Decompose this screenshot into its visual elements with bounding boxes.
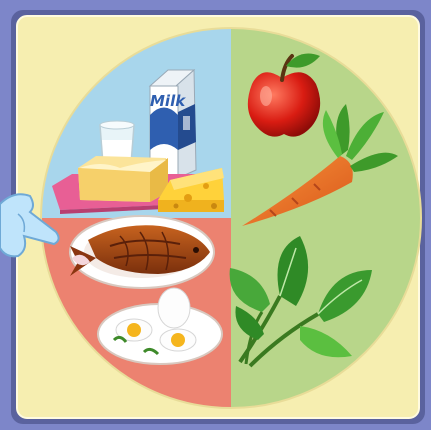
- butter-icon: [78, 156, 168, 202]
- milk-carton-label: Milk: [150, 92, 186, 110]
